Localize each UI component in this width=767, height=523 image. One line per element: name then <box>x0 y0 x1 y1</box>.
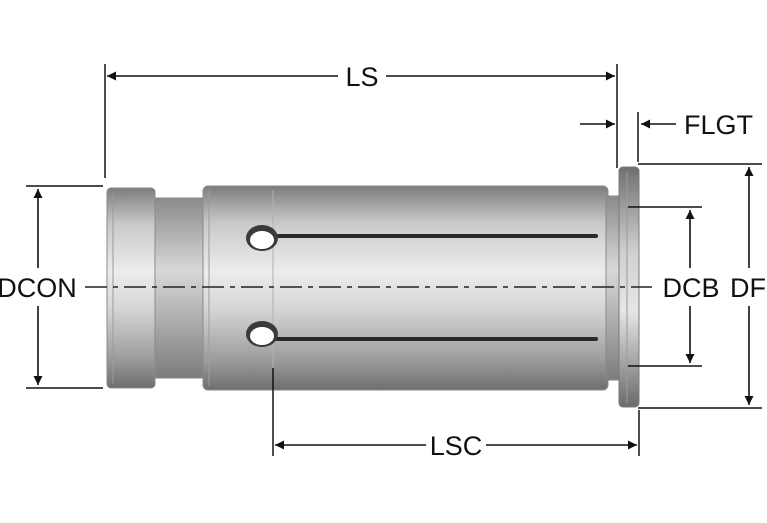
upper-slot <box>275 234 598 238</box>
df-label: DF <box>730 273 766 303</box>
lsc-label: LSC <box>430 431 483 461</box>
relief-groove <box>605 195 621 381</box>
neck-groove <box>154 197 204 379</box>
shank-collar <box>106 187 156 389</box>
flgt-label: FLGT <box>684 110 753 140</box>
dcon-label: DCON <box>0 273 77 303</box>
lower-slot <box>275 337 598 341</box>
sleeve-body <box>85 166 652 408</box>
extension-lines <box>26 64 762 456</box>
dcb-label: DCB <box>662 273 719 303</box>
dimension-lines <box>33 71 754 450</box>
main-body <box>202 185 609 391</box>
ls-label: LS <box>345 62 378 92</box>
